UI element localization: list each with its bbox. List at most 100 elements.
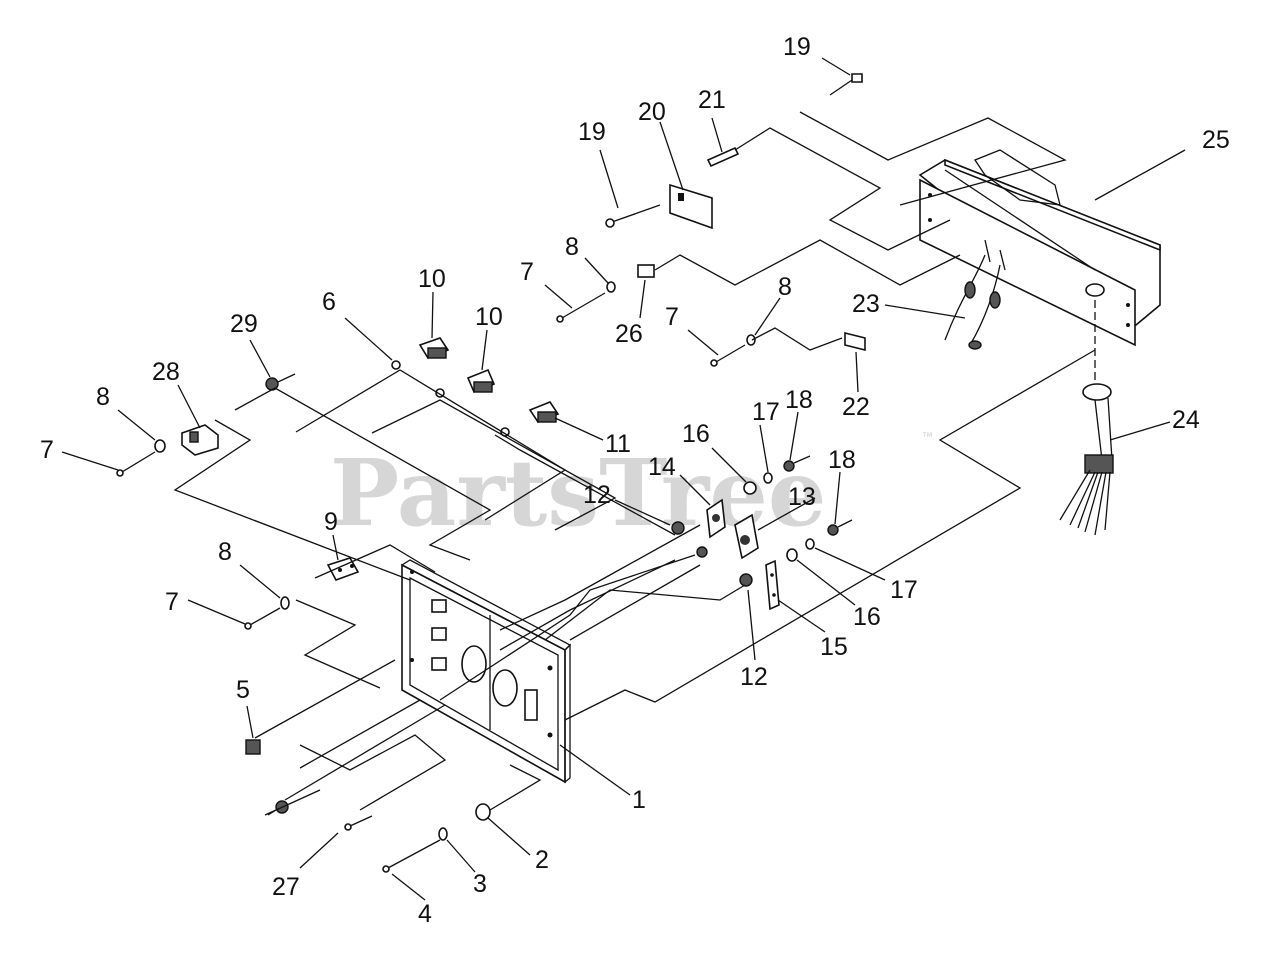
leader-12-a <box>614 499 671 526</box>
callout-5: 5 <box>236 676 250 704</box>
callout-18-a: 18 <box>785 386 813 414</box>
part-15-bracket[interactable] <box>765 559 780 611</box>
part-18-nut-b[interactable] <box>827 519 853 536</box>
callout-8-upper: 8 <box>565 233 579 261</box>
part-10-switch-a[interactable] <box>418 337 450 359</box>
part-24-wire-harness[interactable] <box>1059 300 1114 536</box>
part-6-clip[interactable] <box>391 360 401 370</box>
callout-25: 25 <box>1202 126 1230 154</box>
part-16-washer-a[interactable] <box>743 481 757 495</box>
part-20-plate[interactable] <box>669 183 713 230</box>
leader-1 <box>559 744 631 796</box>
part-25-control-box[interactable] <box>918 149 1161 347</box>
part-1-control-panel[interactable] <box>400 559 572 784</box>
leader-8-lower <box>239 564 281 599</box>
callout-16-b: 16 <box>853 603 881 631</box>
part-27-screw[interactable] <box>267 800 373 831</box>
part-28-receptacle[interactable] <box>181 424 219 456</box>
callout-20: 20 <box>638 98 666 126</box>
callout-8-mid: 8 <box>778 273 792 301</box>
leader-25 <box>1094 149 1186 201</box>
part-13-receptacle[interactable] <box>734 513 759 560</box>
leader-20 <box>659 121 684 191</box>
callout-11: 11 <box>605 430 631 458</box>
leader-14 <box>679 474 711 506</box>
part-2-washer[interactable] <box>475 803 491 821</box>
callout-29: 29 <box>230 310 258 338</box>
leader-16-b <box>796 559 856 606</box>
part-3-lockwasher[interactable] <box>438 827 448 841</box>
leader-7-left <box>61 451 119 471</box>
leader-21 <box>711 117 723 153</box>
part-23-harness[interactable] <box>944 254 1001 350</box>
callout-27: 27 <box>272 873 300 901</box>
leader-7-lower <box>187 599 246 625</box>
part-19-screw[interactable] <box>605 204 661 228</box>
callout-22: 22 <box>842 393 870 421</box>
callout-28: 28 <box>152 358 180 386</box>
part-10-switch-b[interactable] <box>466 368 496 394</box>
leader-11 <box>554 417 604 441</box>
leader-7-upper <box>544 284 573 309</box>
callout-9: 9 <box>324 508 338 536</box>
part-12-nut-b[interactable] <box>739 573 753 587</box>
callout-7-upper: 7 <box>520 258 534 286</box>
callout-labels: 1 2 3 4 5 6 7 7 7 7 8 8 8 8 9 10 10 11 1… <box>40 33 1230 928</box>
callout-10-a: 10 <box>418 265 446 293</box>
wiring-lines <box>173 111 1096 816</box>
part-19-screw-top[interactable] <box>829 73 863 96</box>
part-21-pin[interactable] <box>706 146 740 168</box>
leader-19 <box>599 149 619 209</box>
part-7-screw-upper[interactable] <box>556 292 606 323</box>
leader-22 <box>855 351 859 393</box>
leader-17-a <box>759 424 769 473</box>
callout-15: 15 <box>820 633 848 661</box>
part-8-washer-mid[interactable] <box>746 334 756 346</box>
leader-17-b <box>814 547 886 581</box>
part-29-nut[interactable] <box>265 373 296 391</box>
callout-6: 6 <box>322 288 336 316</box>
leader-29 <box>249 339 271 378</box>
leader-28 <box>177 384 201 429</box>
part-12-nut-a[interactable] <box>671 521 708 558</box>
leader-8-mid <box>754 297 781 336</box>
callout-2: 2 <box>535 846 549 874</box>
leader-24 <box>1109 421 1171 441</box>
leader-9 <box>332 534 339 561</box>
leader-19-top <box>821 57 851 76</box>
part-8-washer-left[interactable] <box>154 439 166 453</box>
leader-3 <box>446 839 476 873</box>
leader-8-left <box>117 409 156 441</box>
callout-24: 24 <box>1172 406 1200 434</box>
part-11-switch[interactable] <box>500 401 560 437</box>
part-17-lockwasher-b[interactable] <box>805 538 815 550</box>
leader-26 <box>639 279 646 319</box>
part-26-clip[interactable] <box>637 264 655 278</box>
callout-1: 1 <box>632 786 646 814</box>
part-14-receptacle[interactable] <box>706 498 726 539</box>
leader-4 <box>391 873 426 901</box>
leader-12-b <box>747 589 756 661</box>
part-17-lockwasher-a[interactable] <box>763 472 773 484</box>
leader-10-b <box>481 329 488 371</box>
part-16-washer-b[interactable] <box>786 548 798 562</box>
part-7-screw-mid[interactable] <box>710 344 746 367</box>
callout-12-a: 12 <box>583 481 611 509</box>
callout-7-mid: 7 <box>665 303 679 331</box>
part-8-washer-upper[interactable] <box>606 281 616 293</box>
callout-10-b: 10 <box>475 303 503 331</box>
part-7-screw-left[interactable] <box>116 451 156 477</box>
part-8-washer-lower[interactable] <box>280 596 290 610</box>
part-9-breaker[interactable] <box>326 557 360 581</box>
part-4-screw[interactable] <box>382 839 441 873</box>
callout-8-lower: 8 <box>218 538 232 566</box>
leader-7-mid <box>687 329 719 356</box>
part-22-bracket[interactable] <box>844 331 866 352</box>
part-18-nut-a[interactable] <box>783 455 811 472</box>
leader-6 <box>344 317 393 361</box>
part-5-outlet[interactable] <box>245 739 261 755</box>
part-7-screw-lower[interactable] <box>244 607 281 630</box>
callout-16-a: 16 <box>682 420 710 448</box>
callout-3: 3 <box>473 870 487 898</box>
